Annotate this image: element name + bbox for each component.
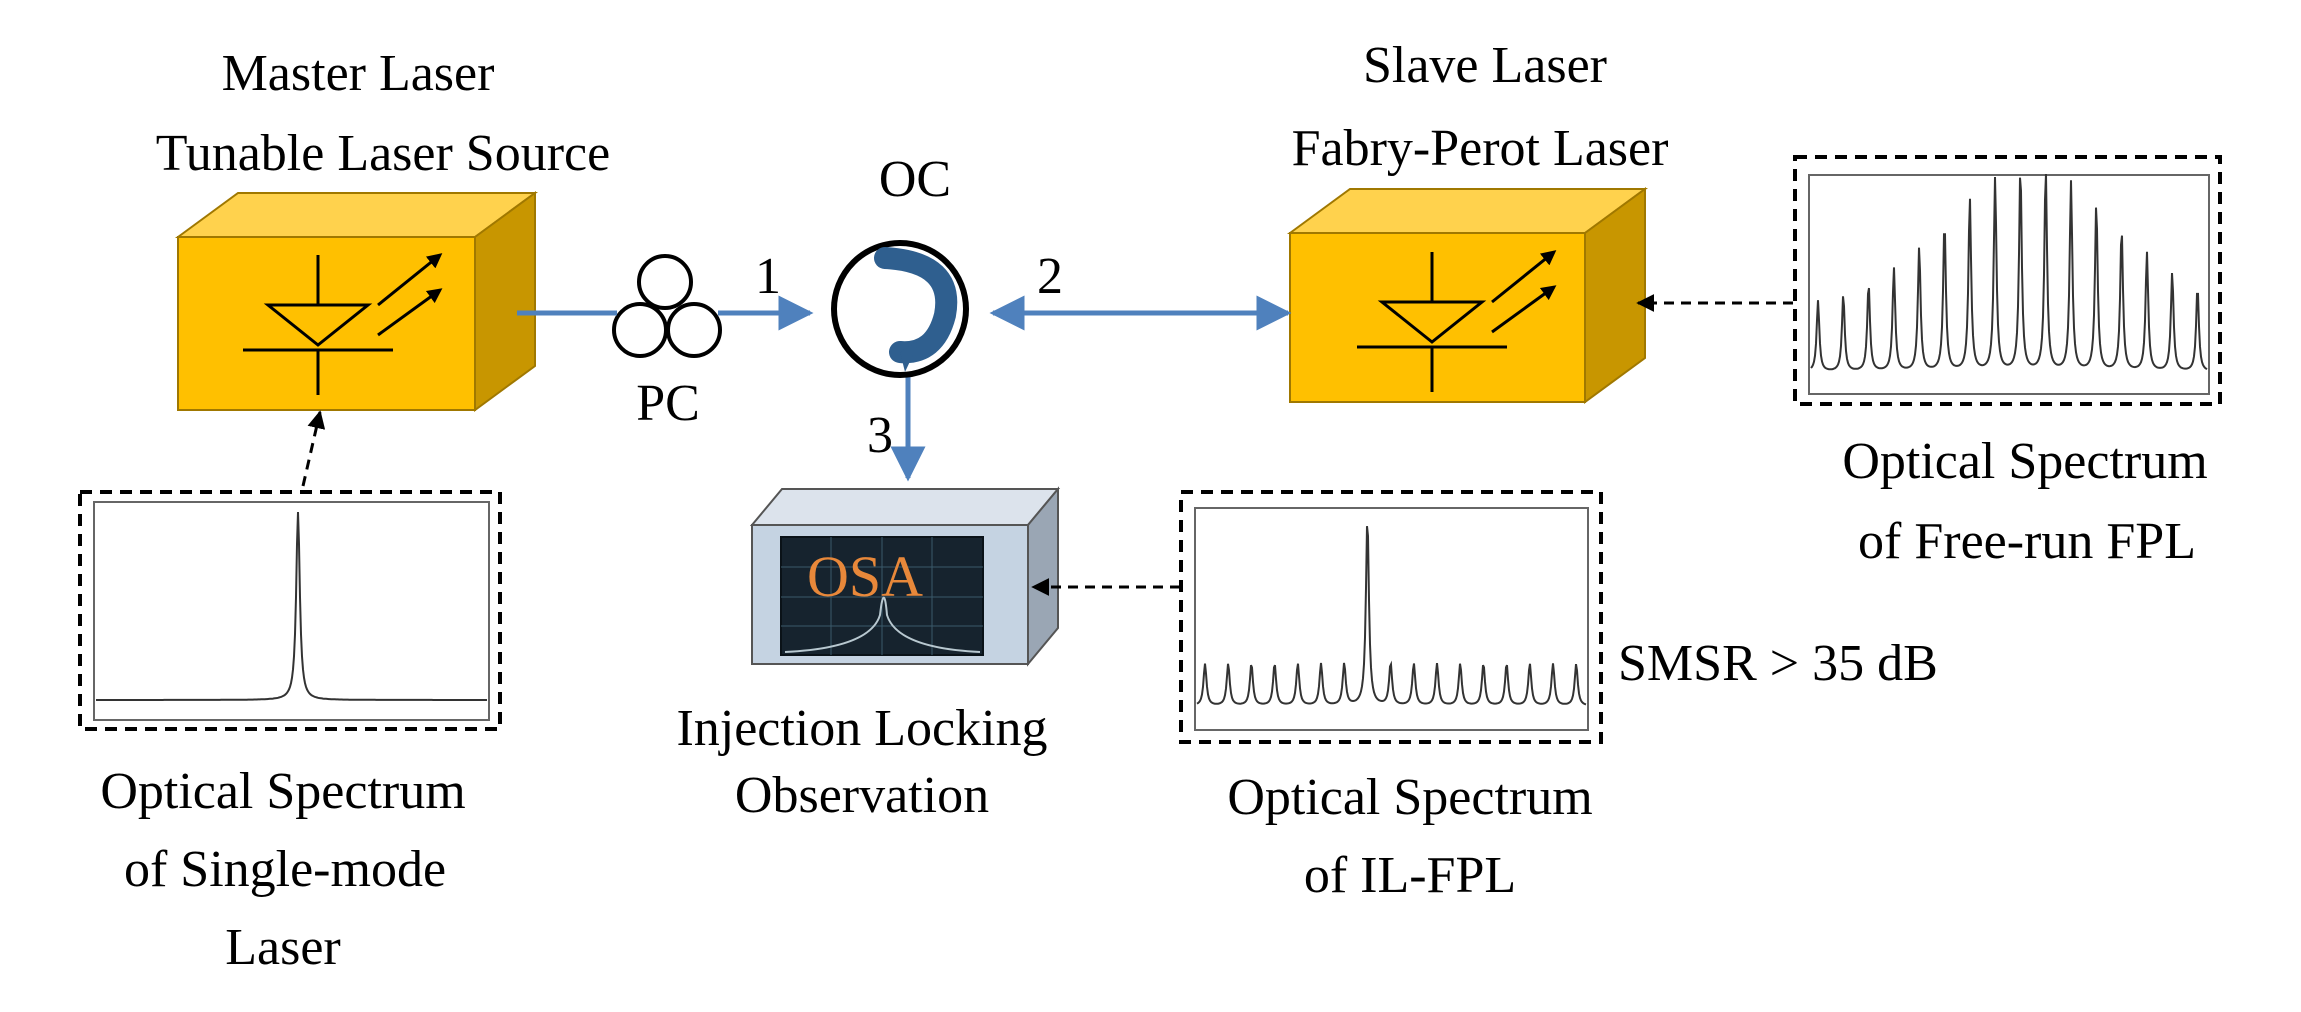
slave-laser-subtitle: Fabry-Perot Laser <box>1292 120 1669 177</box>
single-mode-caption-line3: Laser <box>225 919 340 976</box>
osa-caption-line1: Injection Locking <box>676 700 1047 757</box>
il-fpl-spectrum-panel <box>1179 490 1603 744</box>
slave-laser-box <box>1286 187 1649 404</box>
master-laser-title: Master Laser <box>222 45 495 102</box>
port-2-label: 2 <box>1037 248 1063 305</box>
laser-diode-icon <box>1357 250 1557 392</box>
smsr-label: SMSR > 35 dB <box>1618 635 1938 692</box>
single-mode-spectrum-trace <box>96 511 487 701</box>
single-mode-caption-line2: of Single-mode <box>124 841 446 898</box>
port-1-label: 1 <box>755 248 781 305</box>
il-fpl-caption-line1: Optical Spectrum <box>1227 769 1592 826</box>
il-fpl-caption-line2: of IL-FPL <box>1304 847 1516 904</box>
port-3-label: 3 <box>867 407 893 464</box>
osa-instrument <box>749 486 1061 667</box>
osa-screen-grid <box>781 537 983 655</box>
single-mode-caption-line1: Optical Spectrum <box>100 763 465 820</box>
osa-caption-line2: Observation <box>735 767 989 824</box>
master-laser-box <box>174 191 539 412</box>
oc-label: OC <box>879 151 951 208</box>
pc-label: PC <box>636 375 700 432</box>
sm-to-master-arrow <box>301 410 326 487</box>
laser-diode-icon <box>243 253 443 395</box>
slave-laser-title: Slave Laser <box>1363 37 1607 94</box>
il-fpl-spectrum-trace <box>1196 525 1587 706</box>
optical-circulator <box>831 240 969 378</box>
single-mode-spectrum-panel <box>78 490 502 731</box>
free-run-caption-line1: Optical Spectrum <box>1842 433 2207 490</box>
master-laser-subtitle: Tunable Laser Source <box>156 125 610 182</box>
free-run-spectrum-panel <box>1793 155 2222 406</box>
osa-screen-label: OSA <box>807 544 923 609</box>
polarization-controller-icon <box>612 254 722 358</box>
free-run-spectrum-trace <box>1810 173 2208 371</box>
free-run-caption-line2: of Free-run FPL <box>1858 513 2196 570</box>
